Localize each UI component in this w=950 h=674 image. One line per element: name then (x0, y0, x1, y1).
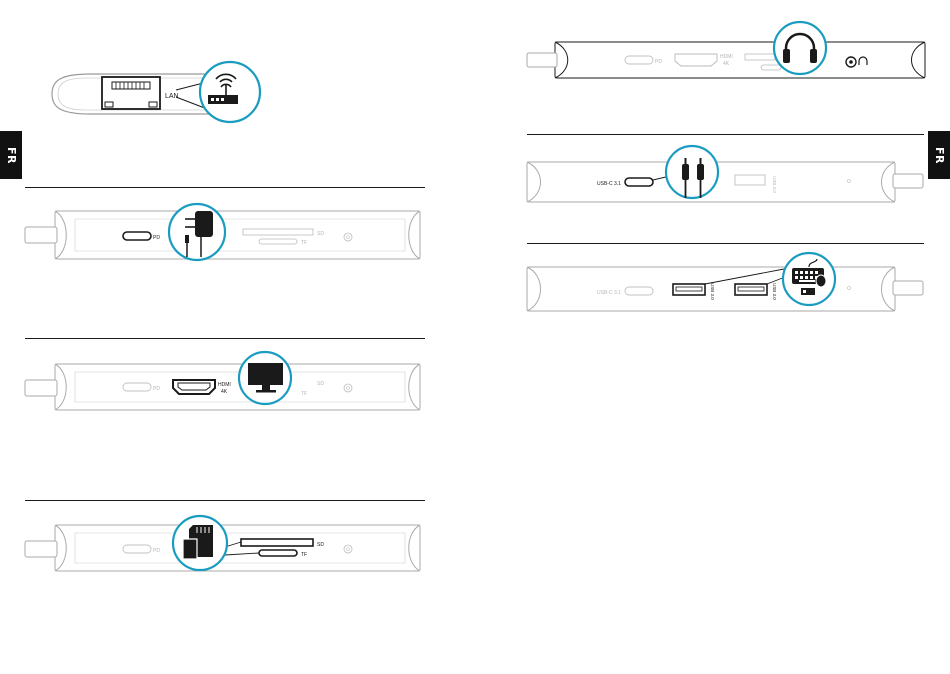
section-divider (527, 243, 924, 244)
hdmi-port-label-4k: 4K (221, 389, 228, 395)
language-tab-right-label: FR (932, 147, 945, 164)
hdmi-port-illustration: PD HDMI 4K SD TF (25, 352, 425, 414)
audio-jack-illustration: PD HDMI 4K (527, 20, 927, 90)
usb-c-port-label: USB-C 3.1 (597, 181, 621, 187)
language-tab-right: FR (928, 131, 950, 179)
ethernet-port-icon (102, 77, 160, 109)
sd-slot-label: SD (317, 381, 324, 387)
language-tab-left: FR (0, 131, 22, 179)
tf-slot-label: TF (301, 240, 307, 246)
hdmi-port-label: HDMI (720, 54, 733, 60)
section-divider (25, 338, 425, 339)
pd-port-label: PD (153, 386, 160, 392)
section-divider (25, 500, 425, 501)
sd-slot-label: SD (317, 542, 324, 548)
usb-a-port-label: USB 3.0 (772, 176, 777, 193)
usb-a-ports-illustration: USB-C 3.1 USB 3.0 USB 3.0 (527, 255, 927, 317)
usb-a-port-label: USB 3.0 (710, 283, 715, 300)
card-reader-illustration: PD SD TF (25, 515, 425, 577)
language-tab-left-label: FR (4, 147, 17, 164)
section-divider (527, 134, 924, 135)
sd-slot-label: SD (317, 231, 324, 237)
hdmi-port-label-4k: 4K (723, 61, 730, 67)
tf-slot-label: TF (301, 552, 307, 558)
pd-port-label: PD (153, 235, 160, 241)
lan-port-illustration: LAN (50, 62, 260, 126)
usb-a-port-label: USB 3.0 (772, 283, 777, 300)
pd-port-label: PD (153, 548, 160, 554)
usb-c-port-illustration: USB-C 3.1 USB 3.0 (527, 148, 927, 212)
lan-port-label: LAN (165, 93, 179, 100)
hdmi-port-label: HDMI (218, 382, 231, 388)
usb-c-port-label: USB-C 3.1 (597, 290, 621, 296)
pd-port-illustration: PD SD TF (25, 205, 425, 265)
section-divider (25, 187, 425, 188)
pd-port-label: PD (655, 59, 662, 65)
tf-slot-label: TF (301, 391, 307, 397)
